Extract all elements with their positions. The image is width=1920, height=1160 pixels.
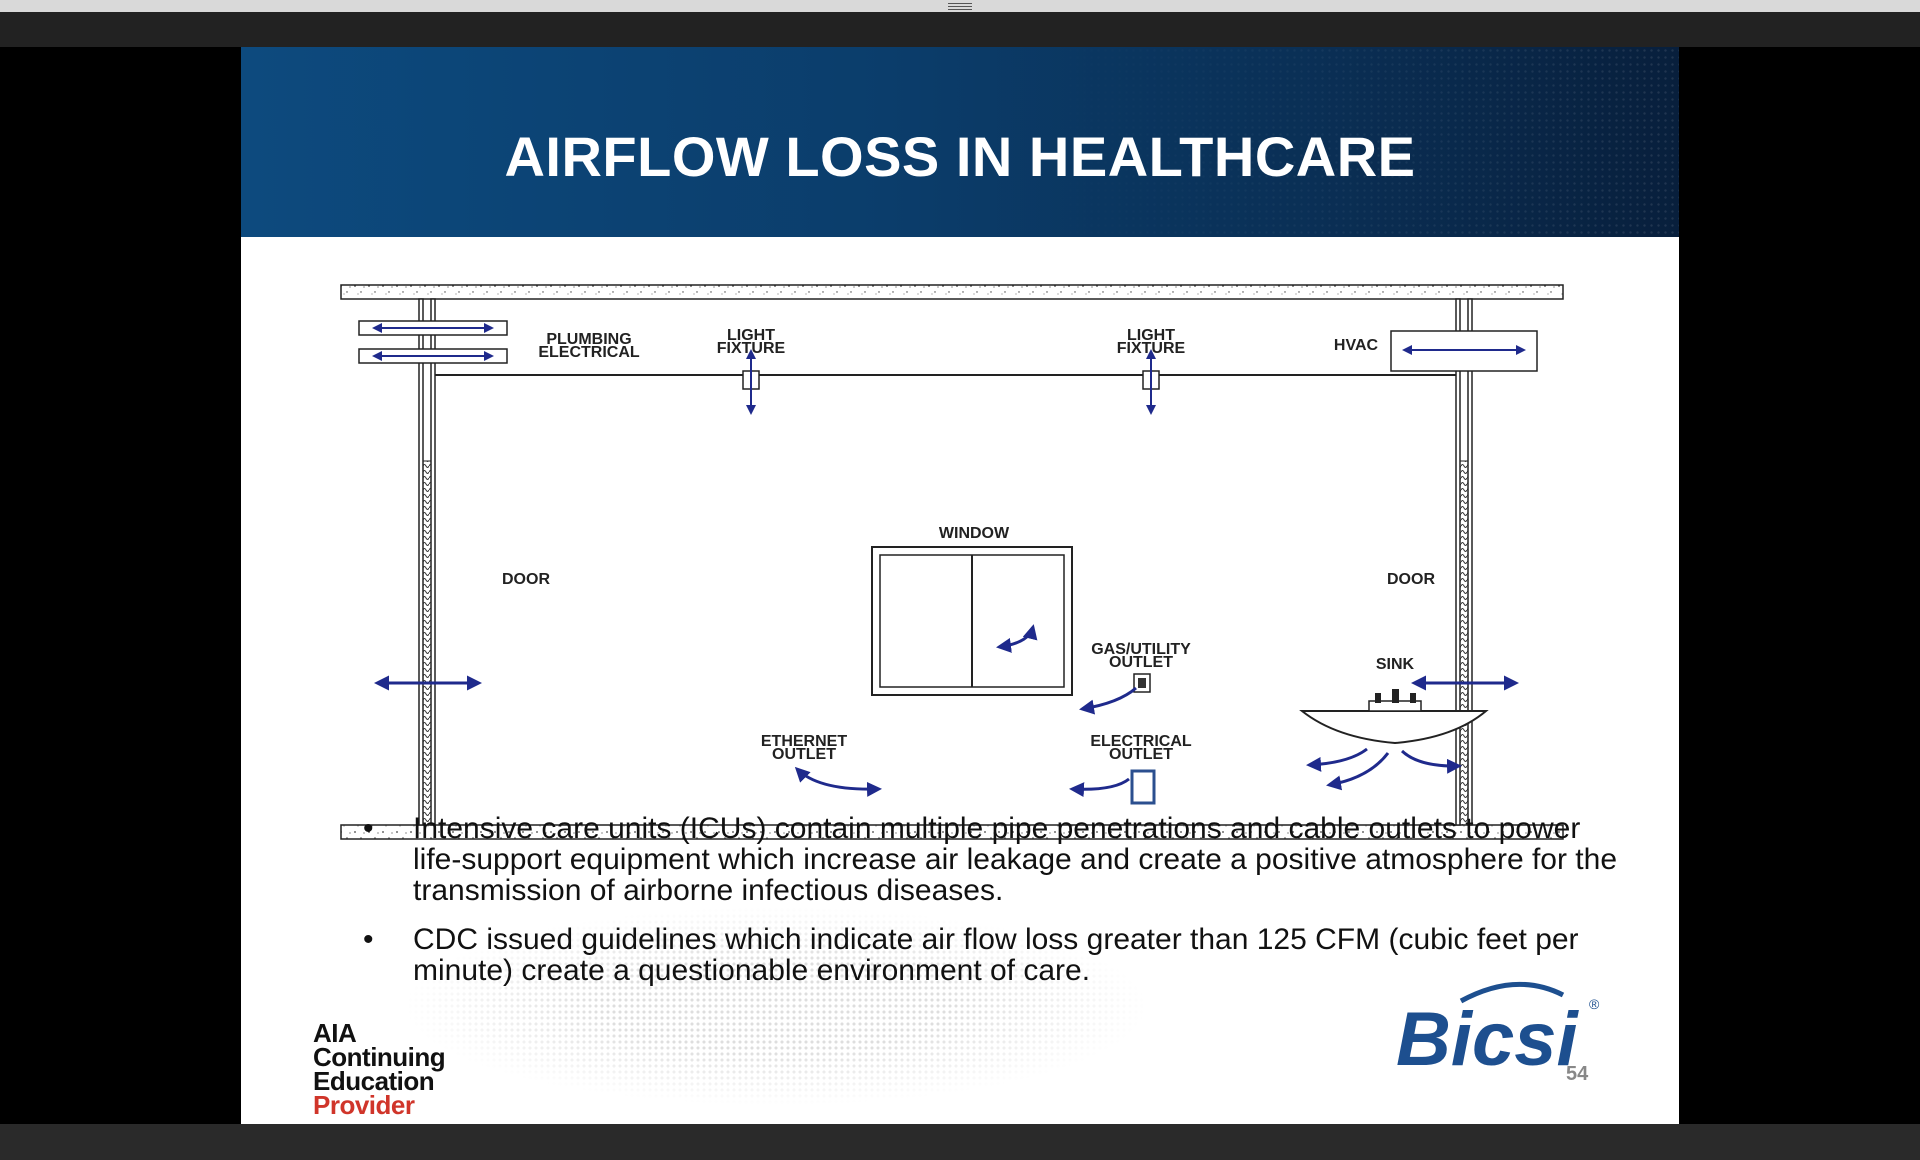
bullet-item: • Intensive care units (ICUs) contain mu… [361, 813, 1621, 906]
ethernet-outlet-label-b: OUTLET [772, 746, 836, 763]
window-label: WINDOW [939, 525, 1010, 542]
aia-logo-line: Provider [313, 1090, 415, 1120]
gas-outlet-label-b: OUTLET [1109, 654, 1173, 671]
hvac-label: HVAC [1334, 337, 1379, 354]
bullet-text: Intensive care units (ICUs) contain mult… [413, 812, 1618, 907]
light-fixture-label-1a: LIGHT [727, 327, 775, 344]
page-number: 54 [1566, 1063, 1589, 1085]
registered-mark: ® [1589, 996, 1600, 1012]
ethernet-outlet-label-a: ETHERNET [761, 733, 847, 750]
plumbing-label: PLUMBING [546, 331, 631, 348]
light-fixture-left [742, 349, 760, 415]
ethernet-airflow [794, 766, 882, 797]
light-fixture-label-2b: FIXTURE [1117, 340, 1186, 357]
bullet-item: • CDC issued guidelines which indicate a… [361, 924, 1621, 986]
presentation-slide: AIRFLOW LOSS IN HEALTHCARE [241, 47, 1679, 1124]
aia-logo-line: AIA [313, 1018, 357, 1048]
gas-outlet [1079, 673, 1151, 715]
hvac-duct [1390, 330, 1538, 372]
electrical-outlet-label-a: ELECTRICAL [1090, 733, 1192, 750]
light-fixture-label-1b: FIXTURE [717, 340, 786, 357]
slide-title: AIRFLOW LOSS IN HEALTHCARE [504, 125, 1416, 188]
light-fixture-label-2a: LIGHT [1127, 327, 1175, 344]
resize-grip-icon[interactable] [948, 3, 972, 10]
bullet-list: • Intensive care units (ICUs) contain mu… [361, 813, 1621, 1004]
header-world-map-texture [241, 47, 1679, 237]
airflow-room-diagram: PLUMBING ELECTRICAL LIGHT FIXTURE LIGHT … [340, 284, 1564, 840]
aia-logo: AIA Continuing Education Provider [313, 1018, 446, 1120]
sink [1299, 689, 1489, 791]
bicsi-wordmark: Bicsi [1396, 997, 1580, 1082]
electrical-label: ELECTRICAL [538, 344, 640, 361]
floor-slab [340, 824, 1564, 840]
plumbing-electrical-conduits [358, 320, 508, 364]
bicsi-logo: Bicsi ® [1396, 981, 1600, 1082]
bullet-dot-icon: • [363, 812, 374, 845]
gas-outlet-label-a: GAS/UTILITY [1091, 641, 1191, 658]
electrical-outlet-label-b: OUTLET [1109, 746, 1173, 763]
aia-logo-line: Education [313, 1066, 435, 1096]
light-fixture-right [1142, 349, 1160, 415]
left-wall [418, 298, 436, 826]
right-wall [1455, 298, 1473, 826]
viewer-bottom-bar [0, 1124, 1920, 1160]
bullet-dot-icon: • [363, 923, 374, 956]
door-left-label: DOOR [502, 571, 550, 588]
sink-label: SINK [1376, 656, 1415, 673]
window [871, 546, 1073, 696]
window-top-strip [0, 0, 1920, 12]
viewer-top-bar [0, 12, 1920, 47]
aia-logo-line: Continuing [313, 1042, 446, 1072]
door-right-label: DOOR [1387, 571, 1435, 588]
world-map-watermark [281, 907, 1381, 1124]
bullet-text: CDC issued guidelines which indicate air… [413, 923, 1579, 987]
slide-header: AIRFLOW LOSS IN HEALTHCARE [241, 47, 1679, 237]
ceiling-slab [340, 284, 1564, 300]
electrical-outlet [1069, 769, 1156, 805]
